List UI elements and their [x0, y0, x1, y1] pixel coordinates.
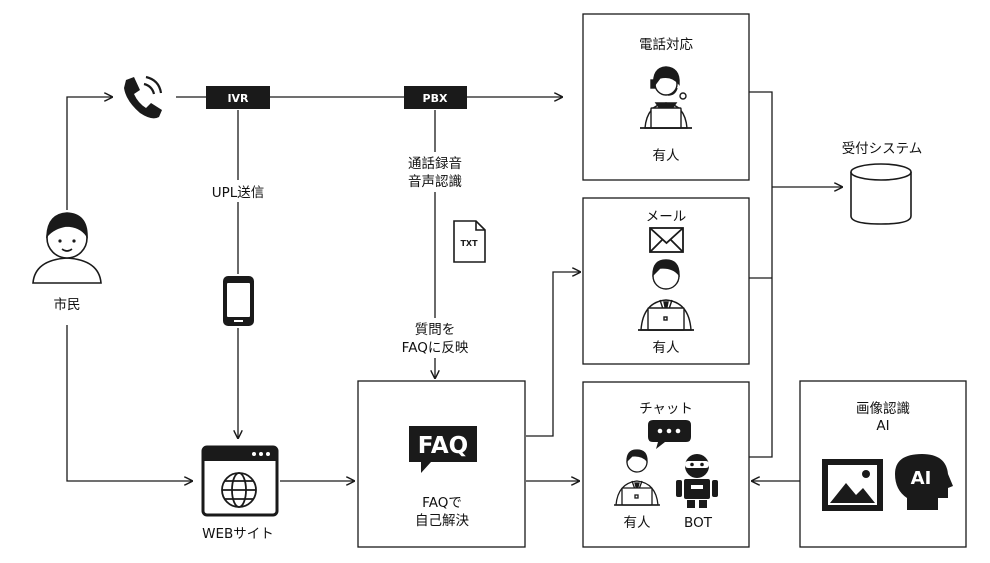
faq-to-mail-line — [526, 272, 580, 437]
robot-icon — [676, 454, 718, 508]
citizen-to-phone-line — [66, 97, 112, 210]
faq-label-line2: 自己解決 — [415, 513, 469, 529]
phone-support-title: 電話対応 — [639, 36, 693, 53]
image-ai-title-line1: 画像認識 — [856, 401, 910, 417]
chat-worker-icon — [614, 449, 660, 506]
chat-box: チャット 有人 — [582, 381, 750, 548]
txt-file-icon: TXT — [453, 220, 486, 263]
person-icon — [32, 212, 102, 284]
phone-support-staff-label: 有人 — [653, 148, 681, 164]
smartphone-icon — [223, 276, 254, 326]
citizen-to-web-line — [66, 325, 192, 481]
phone-box-to-bus-line — [749, 91, 773, 458]
office-worker-icon — [638, 259, 694, 331]
mail-box: メール 有人 — [582, 197, 750, 365]
ai-head-icon: AI — [895, 454, 953, 510]
website-node: WEBサイト — [201, 445, 279, 542]
website-label: WEBサイト — [202, 526, 274, 542]
ivr-label: IVR — [227, 92, 249, 105]
browser-globe-icon — [201, 445, 279, 517]
reception-label: 受付システム — [842, 141, 923, 157]
faq-box: FAQ FAQで 自己解決 — [357, 380, 526, 548]
mail-title: メール — [646, 209, 687, 225]
faq-speech-icon: FAQ — [409, 426, 477, 473]
pbx-label: PBX — [423, 92, 448, 105]
image-ai-box: 画像認識 AI AI — [799, 380, 967, 548]
phone-support-box: 電話対応 有人 — [582, 13, 750, 181]
upl-label: UPL送信 — [212, 185, 265, 201]
chat-bot-label: BOT — [684, 515, 713, 531]
question-label-line2: FAQに反映 — [402, 340, 469, 356]
image-ai-title-line2: AI — [876, 418, 889, 434]
database-icon — [850, 163, 912, 225]
operator-headset-icon — [640, 66, 692, 129]
image-icon — [822, 459, 883, 511]
pbx-tag: PBX — [404, 86, 467, 109]
record-label-line2: 音声認識 — [408, 173, 462, 190]
faq-logo-text: FAQ — [418, 433, 468, 459]
chat-title: チャット — [639, 401, 693, 417]
ivr-tag: IVR — [206, 86, 270, 109]
citizen-node: 市民 — [32, 212, 102, 313]
chat-bubble-icon — [648, 420, 691, 449]
record-label-line1: 通話録音 — [408, 155, 462, 172]
mail-staff-label: 有人 — [653, 340, 681, 356]
txt-file-label: TXT — [460, 239, 478, 248]
question-label-line1: 質問を — [415, 322, 456, 338]
ai-head-text: AI — [911, 468, 932, 489]
citizen-label: 市民 — [54, 296, 81, 313]
reception-node: 受付システム — [842, 141, 923, 225]
faq-label-line1: FAQで — [422, 495, 462, 511]
chat-staff-label: 有人 — [624, 515, 652, 531]
phone-handset-icon — [124, 75, 163, 119]
envelope-icon — [649, 227, 684, 253]
